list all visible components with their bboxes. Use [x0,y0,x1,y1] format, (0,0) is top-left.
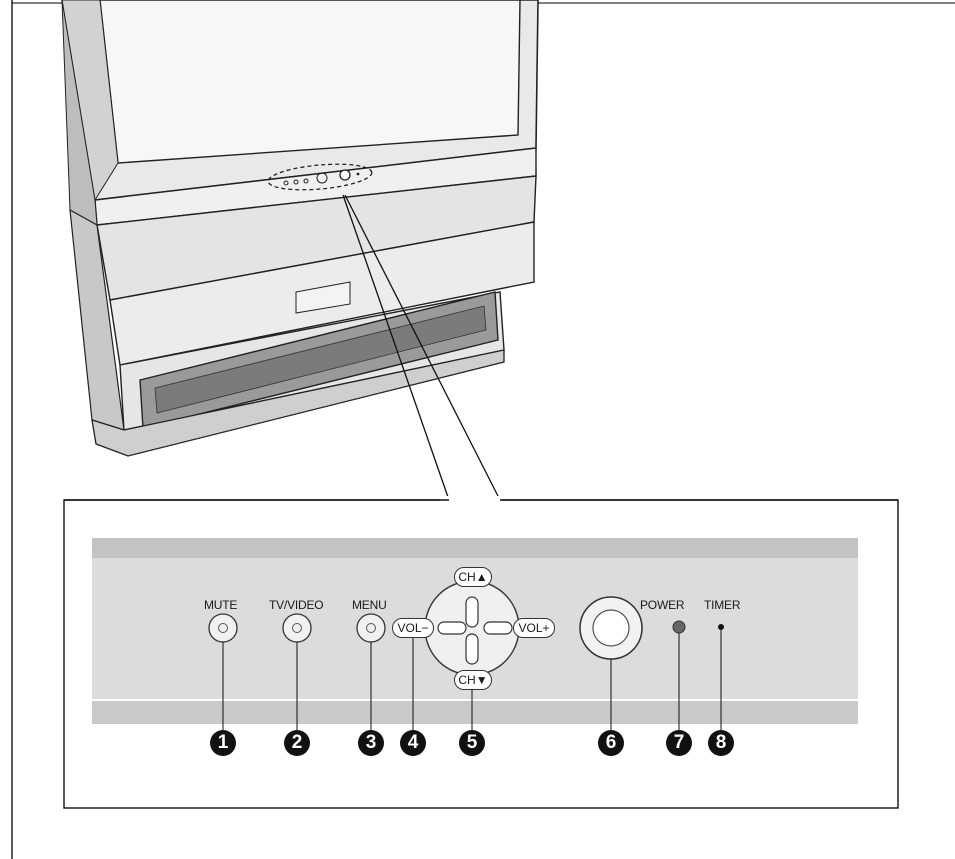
vol-minus-label: VOL− [392,618,434,638]
callout-6: 6 [598,730,624,756]
ch-down-label: CH▼ [454,670,492,690]
power-label: POWER [640,598,685,612]
vol-plus-label: VOL+ [513,618,555,638]
mute-label: MUTE [204,598,238,612]
callout-4: 4 [400,730,426,756]
timer-label: TIMER [704,598,741,612]
callout-1: 1 [210,730,236,756]
tv-video-label: TV/VIDEO [269,598,324,612]
callout-8: 8 [708,730,734,756]
callout-2: 2 [284,730,310,756]
callout-5: 5 [459,730,485,756]
callout-3: 3 [358,730,384,756]
ch-up-label: CH▲ [454,567,492,587]
callout-7: 7 [666,730,692,756]
menu-label: MENU [352,598,387,612]
